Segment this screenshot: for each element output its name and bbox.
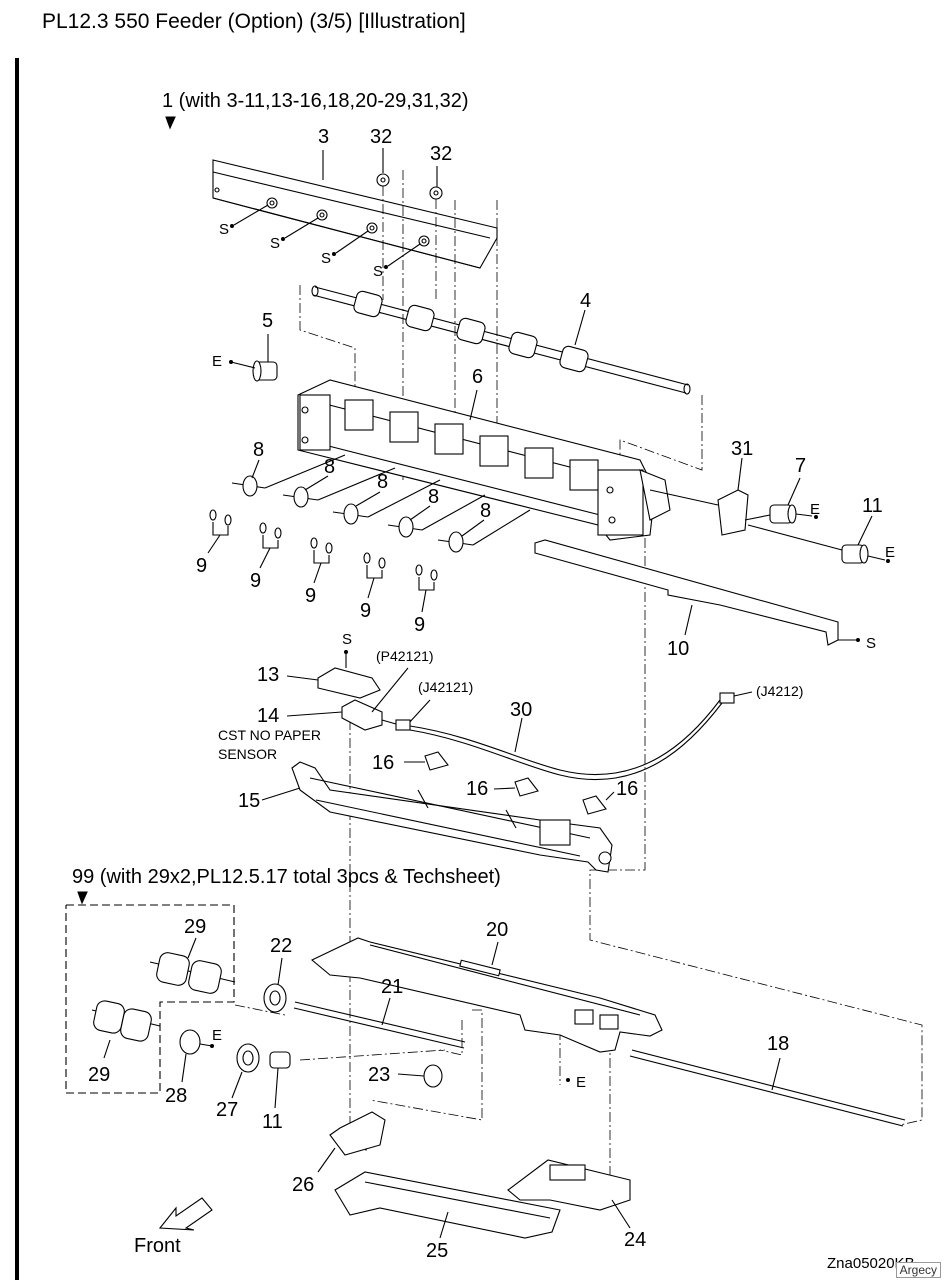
part-label-11-top: 11 [862,495,883,517]
connector-j42121: (J42121) [418,679,473,695]
bushing-part-11-bottom [269,1051,291,1069]
bracket-part-31 [717,489,749,536]
shaft-part-21 [293,1001,466,1049]
bracket-part-3 [212,159,498,269]
part-label-23: 23 [368,1064,390,1086]
part-label-20: 20 [486,919,508,941]
sensor-name-line-1: CST NO PAPER [218,727,321,743]
connector-p42121: (P42121) [376,648,434,664]
gear-part-7 [769,504,797,524]
page-title: PL12.3 550 Feeder (Option) (3/5) [Illust… [42,10,466,33]
part-label-32b: 32 [430,143,452,165]
feed-roller-part-29 [91,952,236,1042]
part-label-24: 24 [624,1229,646,1251]
fastener-e-4: E [212,1027,222,1044]
guide-part-25 [334,1171,561,1239]
shaft-part-18 [629,1049,906,1127]
washer-part-32 [376,173,443,200]
fastener-s-3: S [321,250,331,267]
collar-part-28 [179,1029,201,1055]
part-label-9b: 9 [250,570,261,592]
part-label-16a: 16 [372,752,394,774]
clip-part-26 [329,1111,386,1156]
kit-box-99 [65,904,235,1094]
fastener-s-1: S [219,221,229,238]
part-label-26: 26 [292,1174,314,1196]
part-label-6: 6 [472,366,483,388]
part-label-4: 4 [580,290,591,312]
part-label-9d: 9 [360,600,371,622]
gear-part-23 [423,1064,443,1088]
fastener-e-1: E [212,353,222,370]
bushing-part-11-top [841,544,869,564]
sensor-holder-part-13 [317,667,381,699]
watermark: Argecy [895,1262,941,1278]
part-label-21: 21 [381,976,403,998]
fastener-e-5: E [576,1074,586,1091]
part-label-28: 28 [165,1085,187,1107]
part-label-13: 13 [257,664,279,686]
wire-harness-part-30 [381,692,735,781]
part-label-5: 5 [262,310,273,332]
part-label-9e: 9 [414,614,425,636]
part-label-22: 22 [270,935,292,957]
part-label-18: 18 [767,1033,789,1055]
left-border-rule [15,58,19,1280]
part-label-8c: 8 [377,471,388,493]
part-label-9a: 9 [196,555,207,577]
front-direction-arrow [158,1197,213,1231]
fastener-s-5: S [866,635,876,652]
drawing-code: Zna05020KB [827,1255,915,1272]
gear-part-22 [263,983,287,1013]
part-label-16c: 16 [616,778,638,800]
bracket-part-24 [507,1159,631,1211]
pad-part-16 [424,751,607,815]
part-label-32a: 32 [370,126,392,148]
part-label-3: 3 [318,126,329,148]
sensor-name-line-2: SENSOR [218,746,277,762]
part-label-25: 25 [426,1240,448,1262]
assembly-1-label: 1 (with 3-11,13-16,18,20-29,31,32) [162,90,469,112]
bearing-part-5 [252,360,278,382]
frame-part-6 [297,379,671,541]
sensor-part-14 [341,699,383,731]
roller-shaft-part-4 [311,285,691,395]
tray-part-15 [291,761,613,873]
gear-part-27 [236,1043,260,1073]
spring-part-9 [209,509,438,581]
fastener-s-2: S [270,235,280,252]
part-label-16b: 16 [466,778,488,800]
part-label-29b: 29 [88,1064,110,1086]
guide-rail-part-10 [534,539,839,646]
fastener-e-2: E [810,501,820,518]
part-label-8d: 8 [428,486,439,508]
part-label-8e: 8 [480,500,491,522]
assembly-99-label: 99 (with 29x2,PL12.5.17 total 3pcs & Tec… [72,866,501,888]
part-label-7: 7 [795,455,806,477]
part-label-9c: 9 [305,585,316,607]
part-label-15: 15 [238,790,260,812]
fastener-s-6: S [342,631,352,648]
frame-part-20 [310,937,663,1053]
part-label-11-bottom: 11 [262,1111,283,1133]
part-label-8a: 8 [253,439,264,461]
part-label-31: 31 [731,438,753,460]
connector-j4212: (J4212) [756,683,803,699]
part-label-27: 27 [216,1099,238,1121]
part-label-10: 10 [667,638,689,660]
part-label-30: 30 [510,699,532,721]
fastener-s-4: S [373,263,383,280]
part-label-14: 14 [257,705,279,727]
idler-roller-part-8 [231,475,474,553]
part-label-8b: 8 [324,456,335,478]
fastener-e-3: E [885,544,895,561]
front-label: Front [134,1235,181,1257]
part-label-29a: 29 [184,916,206,938]
